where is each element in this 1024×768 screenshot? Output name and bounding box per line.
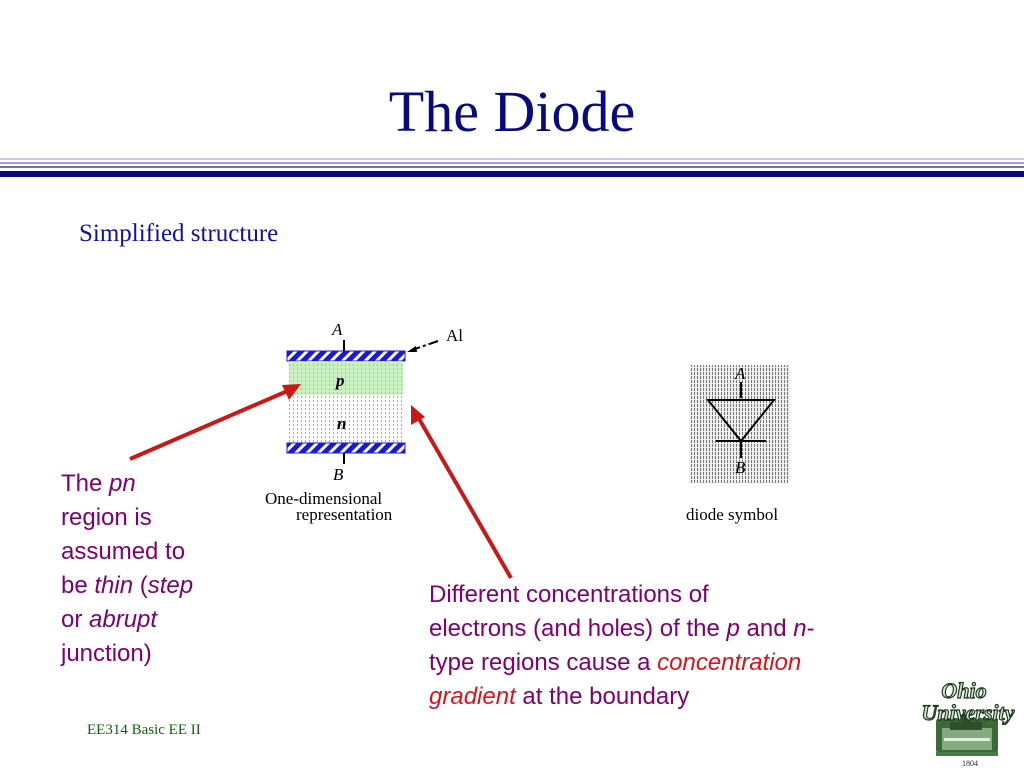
p-region-label: p xyxy=(336,371,345,390)
symbol-cathode-label: B xyxy=(735,458,746,477)
svg-text:Ohio: Ohio xyxy=(941,678,986,703)
svg-text:University: University xyxy=(922,700,1015,725)
cathode-metal-contact xyxy=(286,442,406,454)
right-callout-arrow xyxy=(411,405,513,580)
diode-triangle xyxy=(705,399,777,443)
left-callout-arrow xyxy=(129,384,301,461)
right-callout-text: Different concentrations of electrons (a… xyxy=(429,581,815,710)
left-callout-text: The pn region is assumed to be thin (ste… xyxy=(61,470,194,667)
header-rule xyxy=(0,158,1024,177)
p-region xyxy=(289,361,403,395)
al-label: Al xyxy=(446,326,463,345)
symbol-anode-label: A xyxy=(735,364,746,383)
diode-symbol-caption: diode symbol xyxy=(686,505,779,524)
diode-symbol xyxy=(689,365,790,483)
structure-caption-line2: representation xyxy=(296,505,393,524)
ohio-university-logo: Ohio University 1804 xyxy=(921,677,1015,768)
svg-text:1804: 1804 xyxy=(962,759,978,768)
n-region xyxy=(289,395,403,443)
cathode-label: B xyxy=(333,465,344,484)
pn-structure-diagram xyxy=(286,340,439,464)
structure-caption-line1: One-dimensional xyxy=(265,489,383,508)
n-region-label: n xyxy=(337,414,347,433)
slide-subtitle: Simplified structure xyxy=(79,220,279,247)
anode-label: A xyxy=(332,320,343,339)
slide-title: The Diode xyxy=(388,79,636,144)
footer-course-label: EE314 Basic EE II xyxy=(87,722,201,738)
anode-metal-contact xyxy=(286,350,406,362)
